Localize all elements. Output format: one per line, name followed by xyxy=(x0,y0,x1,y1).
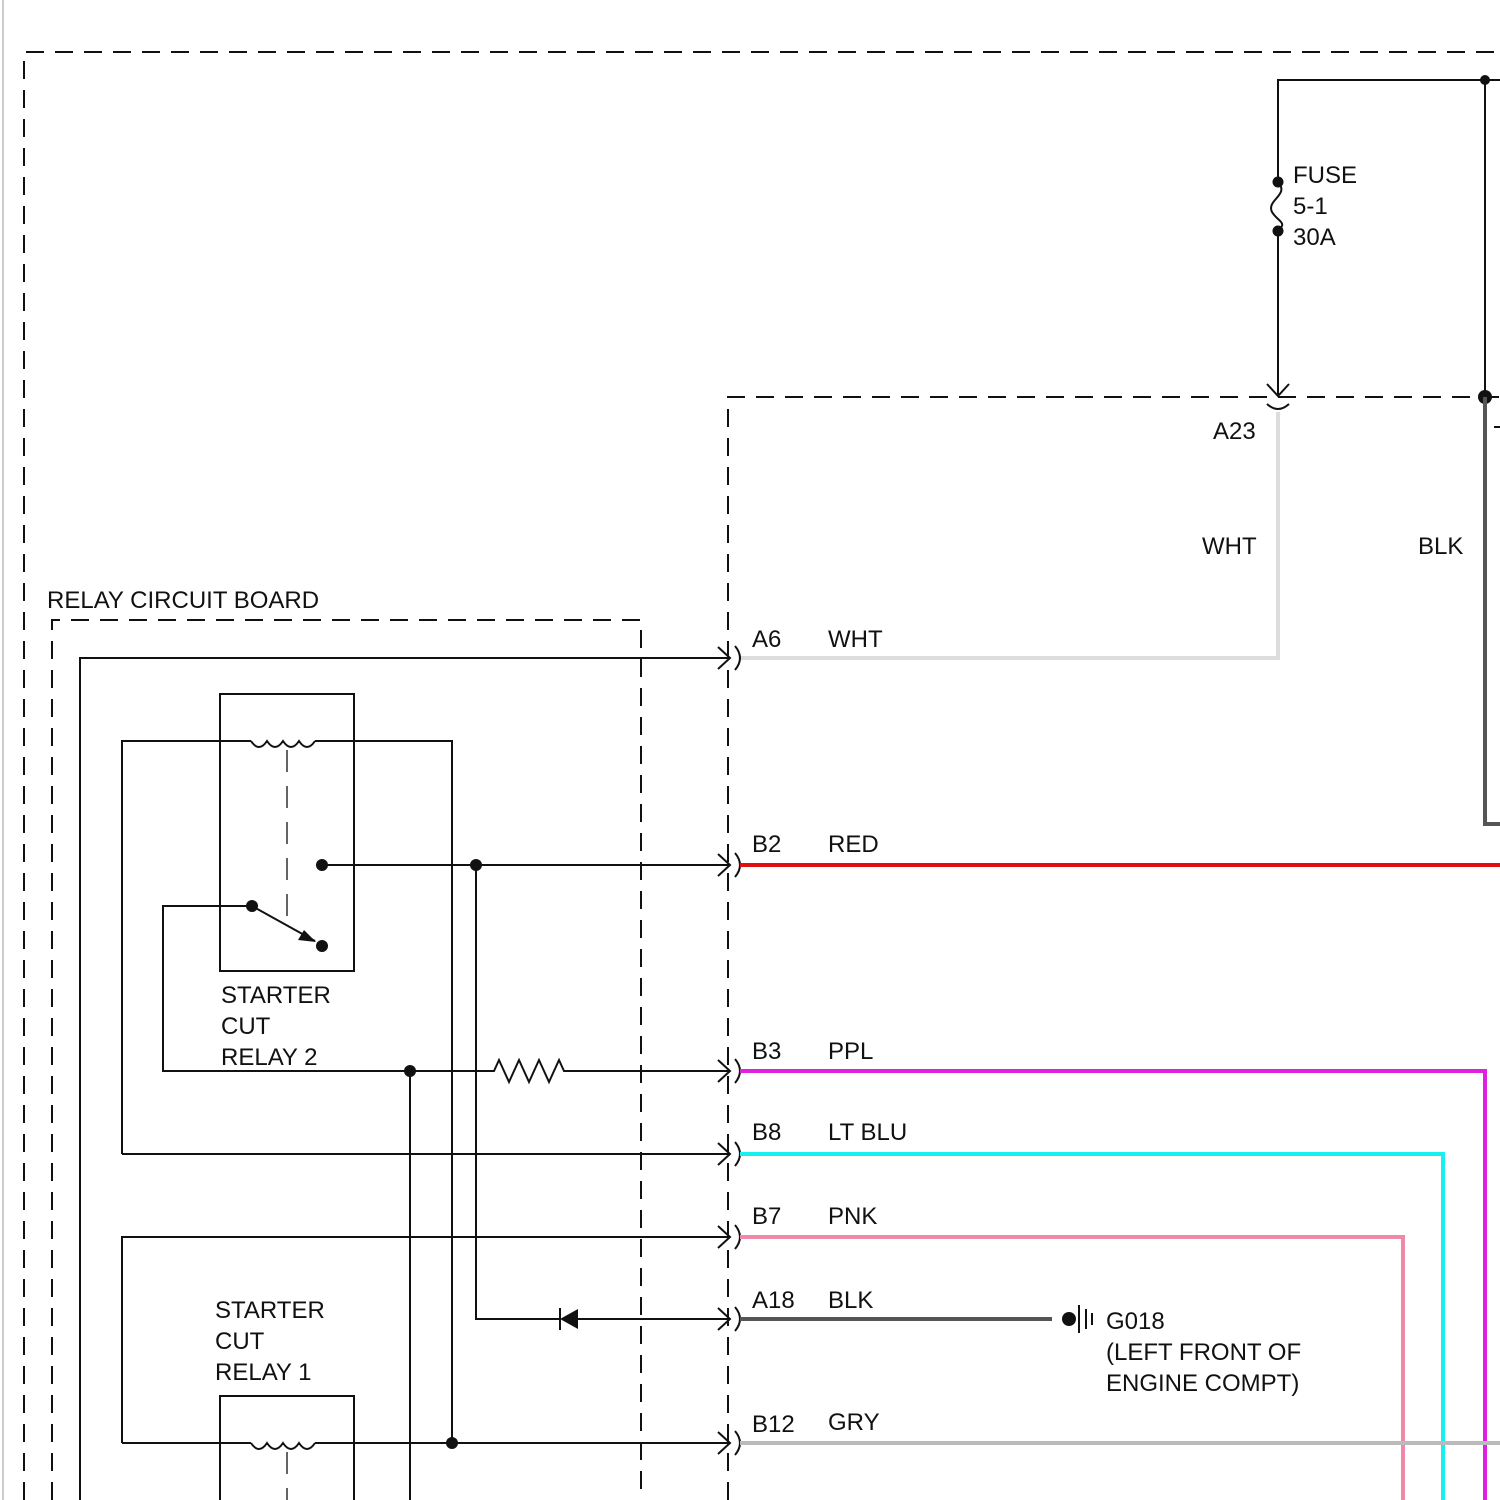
internal-wire-a6 xyxy=(80,658,730,1500)
wire-label-b12: GRY xyxy=(828,1409,880,1436)
relay-board-enclosure xyxy=(52,620,641,1500)
relay-1-label: RELAY 1 xyxy=(215,1359,312,1386)
wire-label-b7: PNK xyxy=(828,1203,877,1230)
ground-id: G018 xyxy=(1106,1308,1165,1335)
relay-1-coil xyxy=(251,1443,315,1449)
internal-wire-b7 xyxy=(122,1237,730,1443)
wire-label-a18: BLK xyxy=(828,1287,873,1314)
connector-pin-b7: B7 xyxy=(752,1203,781,1230)
relay-2-coil-wire xyxy=(122,741,452,1443)
wire-wht-a23-a6 xyxy=(740,412,1278,658)
relay-2-label: RELAY 2 xyxy=(221,1044,318,1071)
ground-location: ENGINE COMPT) xyxy=(1106,1370,1299,1397)
connector-pin-b12: B12 xyxy=(752,1411,795,1438)
wire-label-blk: BLK xyxy=(1418,533,1463,560)
wire-pnk-b7 xyxy=(740,1237,1403,1500)
ground-location: (LEFT FRONT OF xyxy=(1106,1339,1301,1366)
wire-label-b8: LT BLU xyxy=(828,1119,907,1146)
relay-1-label: CUT xyxy=(215,1328,265,1355)
wire-label-a6: WHT xyxy=(828,626,883,653)
diode xyxy=(560,1309,578,1329)
fuse-label: FUSE xyxy=(1293,162,1357,189)
fuse-rating: 30A xyxy=(1293,224,1336,251)
connector-pin-a6: A6 xyxy=(752,626,781,653)
fuse-number: 5-1 xyxy=(1293,193,1328,220)
relay-2-label: CUT xyxy=(221,1013,271,1040)
connector-pin-b8: B8 xyxy=(752,1119,781,1146)
connector-pin-a23: A23 xyxy=(1213,418,1256,445)
relay-2-label: STARTER xyxy=(221,982,331,1009)
fuse-element xyxy=(1271,182,1282,231)
internal-wire-to-diode xyxy=(476,865,560,1319)
relay-1-label: STARTER xyxy=(215,1297,325,1324)
connector-pin-b3: B3 xyxy=(752,1038,781,1065)
wire-blk-right xyxy=(1485,397,1500,824)
junction-dot xyxy=(446,1437,458,1449)
connector-pin-b2: B2 xyxy=(752,831,781,858)
wire-label-wht-a23: WHT xyxy=(1202,533,1257,560)
wire-label-b3: PPL xyxy=(828,1038,873,1065)
relay-2-switch-arrowhead xyxy=(298,930,316,942)
connector-pin-a18: A18 xyxy=(752,1287,795,1314)
relay-2-coil xyxy=(251,741,315,747)
relay-board-label: RELAY CIRCUIT BOARD xyxy=(47,587,319,614)
wire-label-b2: RED xyxy=(828,831,879,858)
relay-2-contact xyxy=(316,940,328,952)
ground-terminal-dot xyxy=(1062,1312,1076,1326)
